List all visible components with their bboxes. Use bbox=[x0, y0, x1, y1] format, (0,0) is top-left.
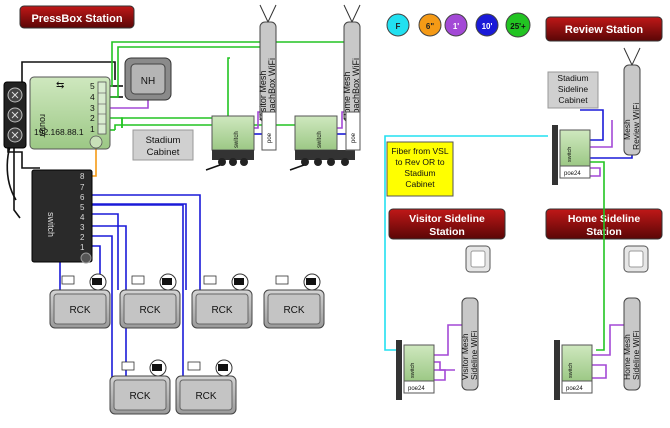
home-sideline-wifi-line2: Sideline WiFi bbox=[631, 330, 641, 380]
rck-label: RCK bbox=[195, 391, 216, 402]
review-poe24-label: poe24 bbox=[564, 171, 581, 177]
visitor-sideline-wifi: Visitor Mesh Sideline WiFi bbox=[460, 245, 491, 391]
stadium-cabinet: Stadium Cabinet bbox=[132, 129, 194, 161]
home-coachbox-line1: Home Mesh bbox=[342, 71, 352, 120]
rck-label: RCK bbox=[69, 305, 90, 316]
visitor-sideline-label-1: Visitor Sideline bbox=[409, 213, 485, 225]
visitor-coachbox-switch-label: switch bbox=[234, 131, 240, 148]
switch-label: switch bbox=[46, 212, 56, 237]
fiber-note-line3: Stadium bbox=[404, 168, 435, 178]
pressbox-station-label: PressBox Station bbox=[31, 13, 122, 25]
visitor-sideline-station-banner: Visitor Sideline Station bbox=[388, 208, 506, 240]
review-stadium-cabinet: Stadium Sideline Cabinet bbox=[547, 71, 599, 109]
switch-port-2: 2 bbox=[80, 233, 85, 242]
main-switch: switch 8 7 6 5 4 3 2 1 bbox=[31, 169, 93, 264]
stadium-cabinet-line1: Stadium bbox=[146, 135, 181, 146]
switch-port-8: 8 bbox=[80, 172, 85, 181]
switch-port-1: 1 bbox=[80, 243, 85, 252]
visitor-sideline-wifi-line1: Visitor Mesh bbox=[460, 333, 470, 380]
fiber-note-line1: Fiber from VSL bbox=[391, 146, 448, 156]
svg-text:switch: switch bbox=[567, 147, 573, 162]
visitor-coachbox-line1: Visitor Mesh bbox=[258, 71, 268, 120]
rck-label: RCK bbox=[129, 391, 150, 402]
rck-group: RCK RCK RCK RCK RCK RCK bbox=[49, 273, 325, 415]
switch-port-7: 7 bbox=[80, 183, 85, 192]
review-switch: switch poe24 bbox=[552, 125, 591, 185]
router-port-2: 2 bbox=[90, 113, 95, 123]
rck-box: RCK bbox=[49, 273, 111, 329]
legend-dot-10ft bbox=[475, 13, 499, 37]
router-port-4: 4 bbox=[90, 92, 95, 102]
router-port-1: 1 bbox=[90, 124, 95, 134]
svg-text:poe24: poe24 bbox=[566, 386, 583, 392]
legend-label-10ft: 10' bbox=[482, 22, 493, 31]
legend-label-1ft: 1' bbox=[453, 22, 459, 31]
rck-box: RCK bbox=[119, 273, 181, 329]
visitor-sideline-label-2: Station bbox=[429, 226, 465, 238]
switch-port-6: 6 bbox=[80, 193, 85, 202]
review-cabinet-line3: Cabinet bbox=[558, 95, 588, 105]
rck-box: RCK bbox=[175, 359, 237, 415]
visitor-coachbox-switch: switch poe bbox=[205, 111, 277, 171]
home-poe-label: poe bbox=[351, 132, 357, 143]
router-label: router bbox=[38, 114, 48, 138]
router-port-5: 5 bbox=[90, 81, 95, 91]
switch-port-4: 4 bbox=[80, 213, 85, 222]
rck-box: RCK bbox=[191, 273, 253, 329]
power-strip bbox=[3, 81, 27, 149]
nh-label: NH bbox=[141, 76, 155, 87]
home-coachbox-wifi: Home Mesh CoachBox WiFi bbox=[342, 4, 361, 123]
rck-label: RCK bbox=[211, 305, 232, 316]
nh-device: NH bbox=[124, 57, 172, 101]
legend-label-25ft: 25'+ bbox=[510, 22, 526, 31]
home-coachbox-line2: CoachBox WiFi bbox=[351, 58, 361, 120]
visitor-coachbox-line2: CoachBox WiFi bbox=[267, 58, 277, 120]
router: router 192.168.88.1 5 4 3 2 1 ⇆ bbox=[29, 76, 111, 150]
home-sideline-wifi-line1: Home Mesh bbox=[622, 334, 632, 380]
legend-dot-25ft bbox=[505, 12, 531, 38]
home-sideline-switch: switch poe24 bbox=[554, 340, 593, 400]
visitor-sideline-wifi-line2: Sideline WiFi bbox=[469, 330, 479, 380]
review-station-banner: Review Station bbox=[545, 16, 663, 42]
review-wifi-line2: Review WiFi bbox=[631, 103, 641, 150]
review-wifi-line1: Mesh bbox=[622, 119, 632, 140]
svg-text:switch: switch bbox=[568, 363, 574, 378]
switch-port-3: 3 bbox=[80, 223, 85, 232]
svg-text:switch: switch bbox=[410, 363, 416, 378]
review-station-label: Review Station bbox=[565, 24, 644, 36]
cable-legend: F 6" 1' 10' 25'+ bbox=[386, 12, 531, 38]
review-wifi: Mesh Review WiFi bbox=[622, 47, 641, 156]
home-sideline-wifi: Home Mesh Sideline WiFi bbox=[622, 245, 649, 391]
pressbox-station-banner: PressBox Station bbox=[19, 5, 135, 29]
router-power-port bbox=[89, 135, 103, 149]
fiber-note-line2: to Rev OR to bbox=[395, 157, 444, 167]
legend-dot-1ft bbox=[444, 13, 468, 37]
router-port-3: 3 bbox=[90, 103, 95, 113]
rck-box: RCK bbox=[109, 359, 171, 415]
home-coachbox-switch: switch poe bbox=[289, 111, 361, 171]
usb-icon: ⇆ bbox=[56, 80, 64, 91]
rck-label: RCK bbox=[283, 305, 304, 316]
fiber-note: Fiber from VSL to Rev OR to Stadium Cabi… bbox=[386, 141, 454, 197]
visitor-sideline-switch: switch poe24 bbox=[396, 340, 435, 400]
rck-box: RCK bbox=[263, 273, 325, 329]
review-cabinet-line1: Stadium bbox=[557, 73, 588, 83]
fiber-note-line4: Cabinet bbox=[405, 179, 435, 189]
router-ip: 192.168.88.1 bbox=[34, 127, 84, 137]
svg-text:poe24: poe24 bbox=[408, 386, 425, 392]
legend-label-fiber: F bbox=[396, 22, 401, 31]
stadium-cabinet-line2: Cabinet bbox=[147, 147, 180, 158]
legend-label-6in: 6" bbox=[426, 22, 434, 31]
legend-dot-6in bbox=[418, 13, 442, 37]
visitor-coachbox-wifi: Visitor Mesh CoachBox WiFi bbox=[258, 4, 277, 123]
visitor-poe-label: poe bbox=[267, 132, 273, 143]
legend-dot-fiber bbox=[386, 13, 410, 37]
switch-port-5: 5 bbox=[80, 203, 85, 212]
home-coachbox-switch-label: switch bbox=[317, 131, 323, 148]
review-cabinet-line2: Sideline bbox=[558, 84, 589, 94]
rck-label: RCK bbox=[139, 305, 160, 316]
